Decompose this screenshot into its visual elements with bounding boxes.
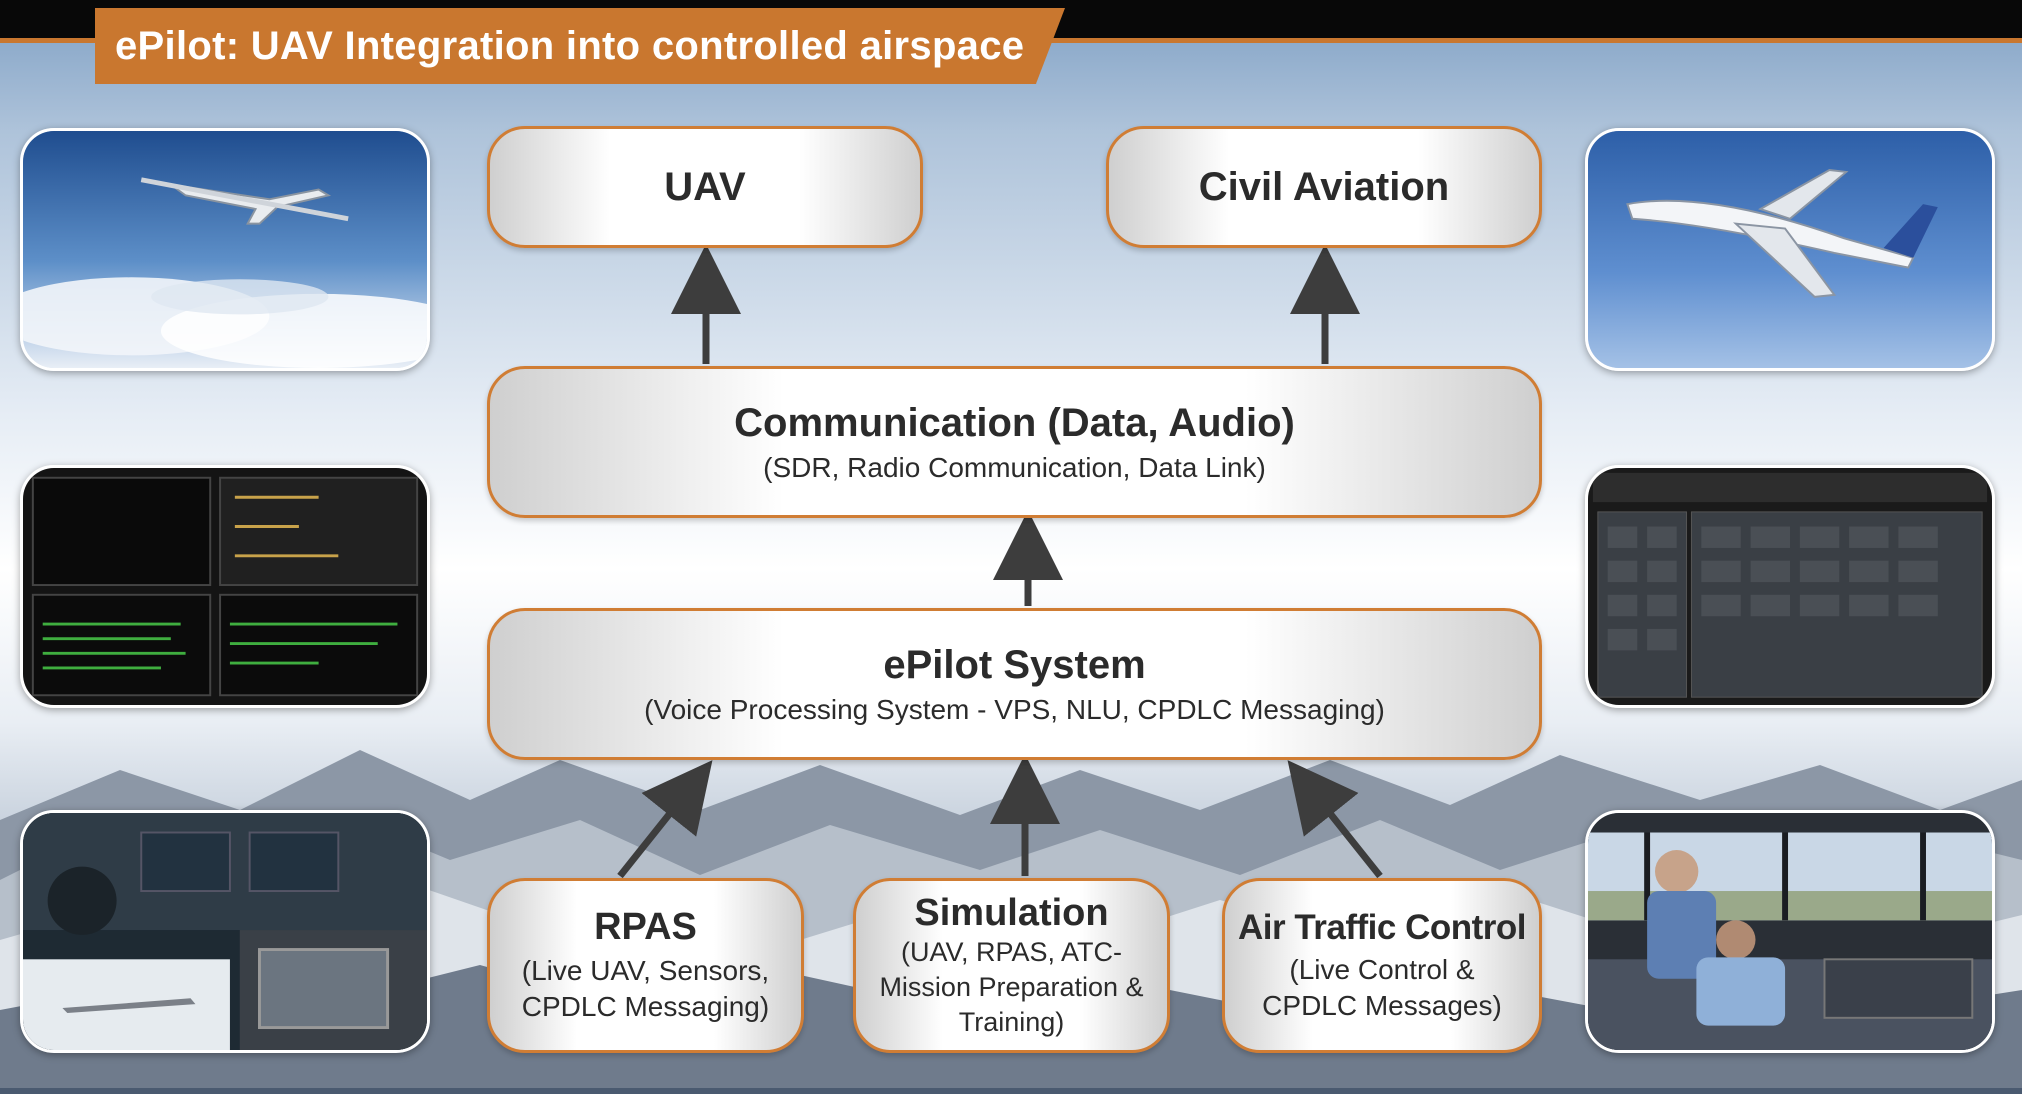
- title-banner: ePilot: UAV Integration into controlled …: [95, 8, 1065, 84]
- page-title: ePilot: UAV Integration into controlled …: [115, 23, 1025, 68]
- epilot-system-subtitle: (Voice Processing System - VPS, NLU, CPD…: [644, 693, 1385, 725]
- communication-subtitle: (SDR, Radio Communication, Data Link): [763, 451, 1266, 483]
- civil-aviation-title: Civil Aviation: [1198, 164, 1450, 209]
- uav-aircraft-photo: [20, 128, 430, 371]
- rpas-title: RPAS: [594, 906, 697, 948]
- rpas-box: RPAS (Live UAV, Sensors, CPDLC Messaging…: [487, 878, 804, 1053]
- simulation-title: Simulation: [914, 891, 1109, 934]
- epilot-system-box: ePilot System (Voice Processing System -…: [487, 608, 1542, 760]
- airbus-airliner-photo: [1585, 128, 1995, 371]
- atc-interface-screenshot: [1585, 465, 1995, 708]
- arrow-atc-to-epilot: [1287, 760, 1383, 879]
- uav-box: UAV: [487, 126, 923, 248]
- uav-title: UAV: [664, 164, 746, 209]
- simulation-line-3: Training): [958, 1006, 1065, 1037]
- simulation-box: Simulation (UAV, RPAS, ATC- Mission Prep…: [853, 878, 1170, 1053]
- communication-box: Communication (Data, Audio) (SDR, Radio …: [487, 366, 1542, 518]
- epilot-system-title: ePilot System: [883, 642, 1146, 687]
- simulation-line-2: Mission Preparation &: [879, 971, 1144, 1002]
- communication-title: Communication (Data, Audio): [734, 400, 1295, 445]
- cpdlc-software-screenshot: [20, 465, 430, 708]
- atc-line-1: (Live Control &: [1289, 953, 1475, 985]
- atc-box: Air Traffic Control (Live Control & CPDL…: [1222, 878, 1542, 1053]
- atc-title: Air Traffic Control: [1237, 907, 1527, 947]
- control-tower-photo: [1585, 810, 1995, 1053]
- rpas-line-1: (Live UAV, Sensors,: [521, 955, 770, 986]
- civil-aviation-box: Civil Aviation: [1106, 126, 1542, 248]
- ground-control-station-photo: [20, 810, 430, 1053]
- rpas-line-2: CPDLC Messaging): [521, 991, 770, 1022]
- bottom-edge: [0, 1088, 2022, 1094]
- arrow-rpas-to-epilot: [617, 760, 713, 879]
- simulation-line-1: (UAV, RPAS, ATC-: [900, 936, 1123, 967]
- atc-line-2: CPDLC Messages): [1262, 989, 1502, 1021]
